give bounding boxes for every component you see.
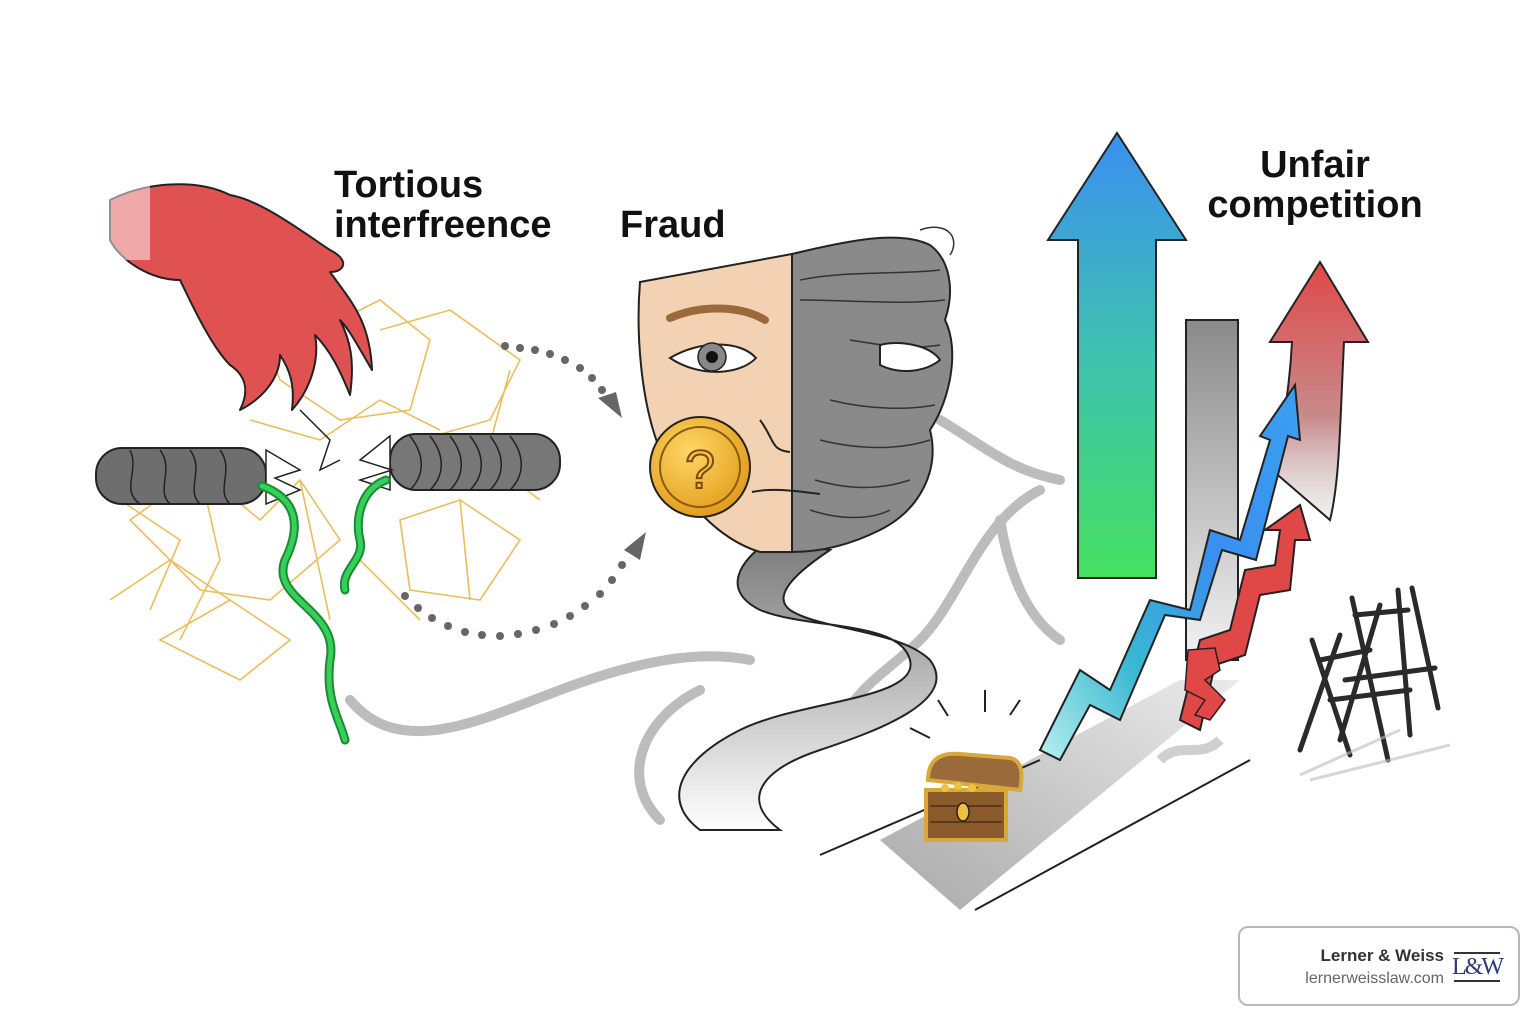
question-coin-icon: ? xyxy=(649,416,751,518)
hand-fade xyxy=(80,180,150,260)
red-up-arrow xyxy=(1268,260,1370,522)
winding-road xyxy=(678,538,938,831)
label-tortious-interference: Tortious interfreence xyxy=(334,164,552,246)
zigzag-arrow xyxy=(1038,382,1302,762)
label-fraud: Fraud xyxy=(620,204,726,246)
red-claw-hand xyxy=(109,183,373,411)
ground-path xyxy=(880,680,1240,910)
label-unfair-competition: Unfair competition xyxy=(1200,144,1430,226)
big-up-arrow xyxy=(1046,131,1188,579)
brand-name: Lerner & Weiss xyxy=(1320,946,1444,965)
gray-swooshes xyxy=(345,415,1065,825)
dotted-arrow-bottom xyxy=(401,532,646,640)
barbed-wire-fence xyxy=(1297,585,1441,763)
label-tortious-line1: Tortious xyxy=(334,164,484,206)
treasure-chest-icon xyxy=(909,690,1024,842)
runner-figure xyxy=(1184,647,1226,721)
brand-url[interactable]: lernerweisslaw.com xyxy=(1305,970,1444,987)
svg-text:?: ? xyxy=(685,440,715,500)
green-vines xyxy=(257,475,391,745)
dotted-arrow-top xyxy=(501,342,622,418)
label-tortious-line2: interfreence xyxy=(334,203,552,246)
broken-cable xyxy=(95,409,561,506)
brand-card[interactable]: Lerner & Weiss lernerweisslaw.com L&W xyxy=(1238,926,1520,1006)
label-unfair-line2: competition xyxy=(1207,183,1423,226)
brand-logo-text: L&W xyxy=(1452,954,1504,980)
brand-logo-icon: L&W xyxy=(1452,950,1504,984)
label-unfair-line1: Unfair xyxy=(1260,144,1370,186)
